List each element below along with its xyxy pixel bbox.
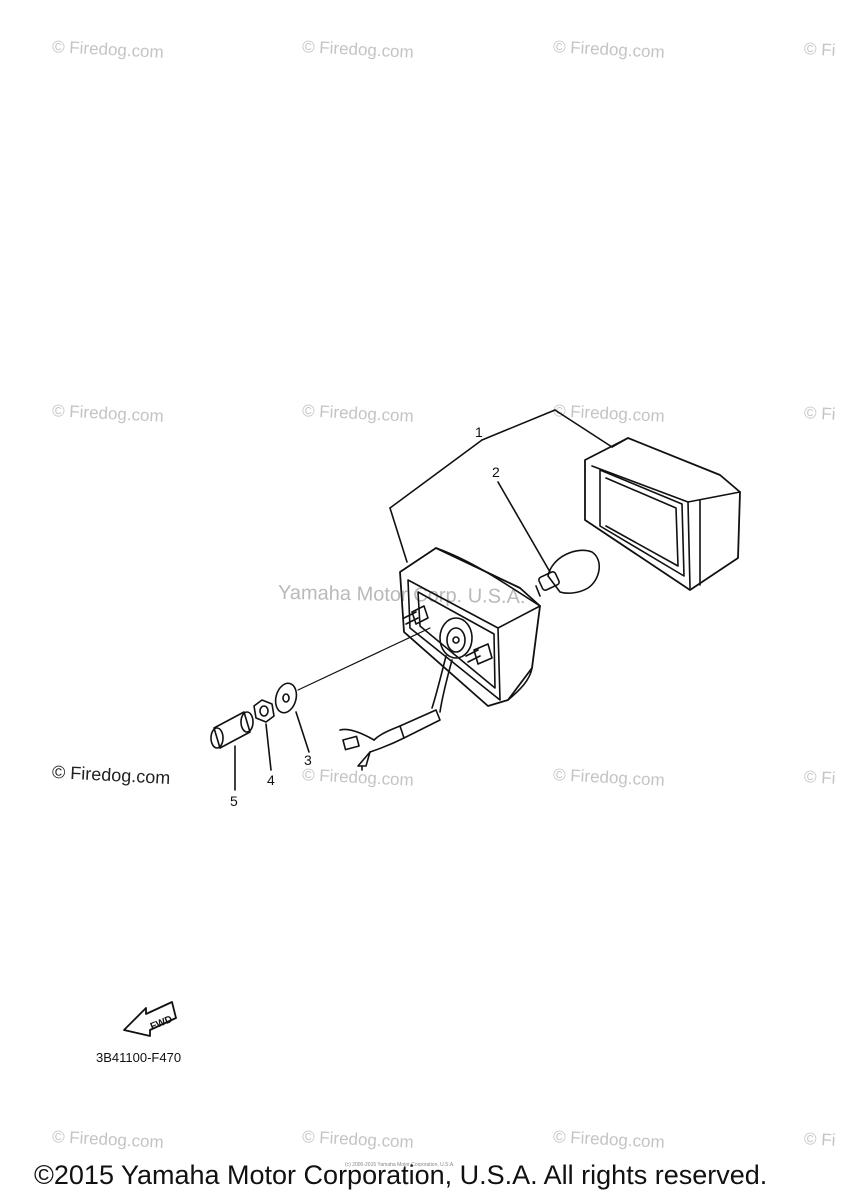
callout-3: 3: [304, 752, 312, 768]
nut: [253, 699, 275, 723]
housing: [339, 547, 541, 771]
leader-3: [295, 711, 310, 753]
bulb: [535, 549, 600, 597]
diagram-code: 3B41100-F470: [96, 1050, 182, 1065]
callout-1: 1: [475, 424, 483, 440]
washer: [274, 682, 298, 714]
fwd-arrow-icon: [123, 1001, 177, 1037]
fwd-label: FWD: [149, 1014, 174, 1033]
callout-4: 4: [267, 772, 275, 788]
leader-4: [265, 723, 272, 771]
callout-2: 2: [492, 464, 500, 480]
leader-1: [389, 409, 613, 563]
tiny-credit: (c) 2000-2015 Yamaha Motor Corporation, …: [345, 1162, 455, 1168]
lens: [584, 437, 741, 591]
spacer: [210, 711, 254, 749]
callout-5: 5: [230, 793, 238, 809]
leader-2: [497, 481, 551, 573]
assembly-axis: [297, 627, 431, 691]
copyright-notice: ©2015 Yamaha Motor Corporation, U.S.A. A…: [34, 1160, 768, 1190]
